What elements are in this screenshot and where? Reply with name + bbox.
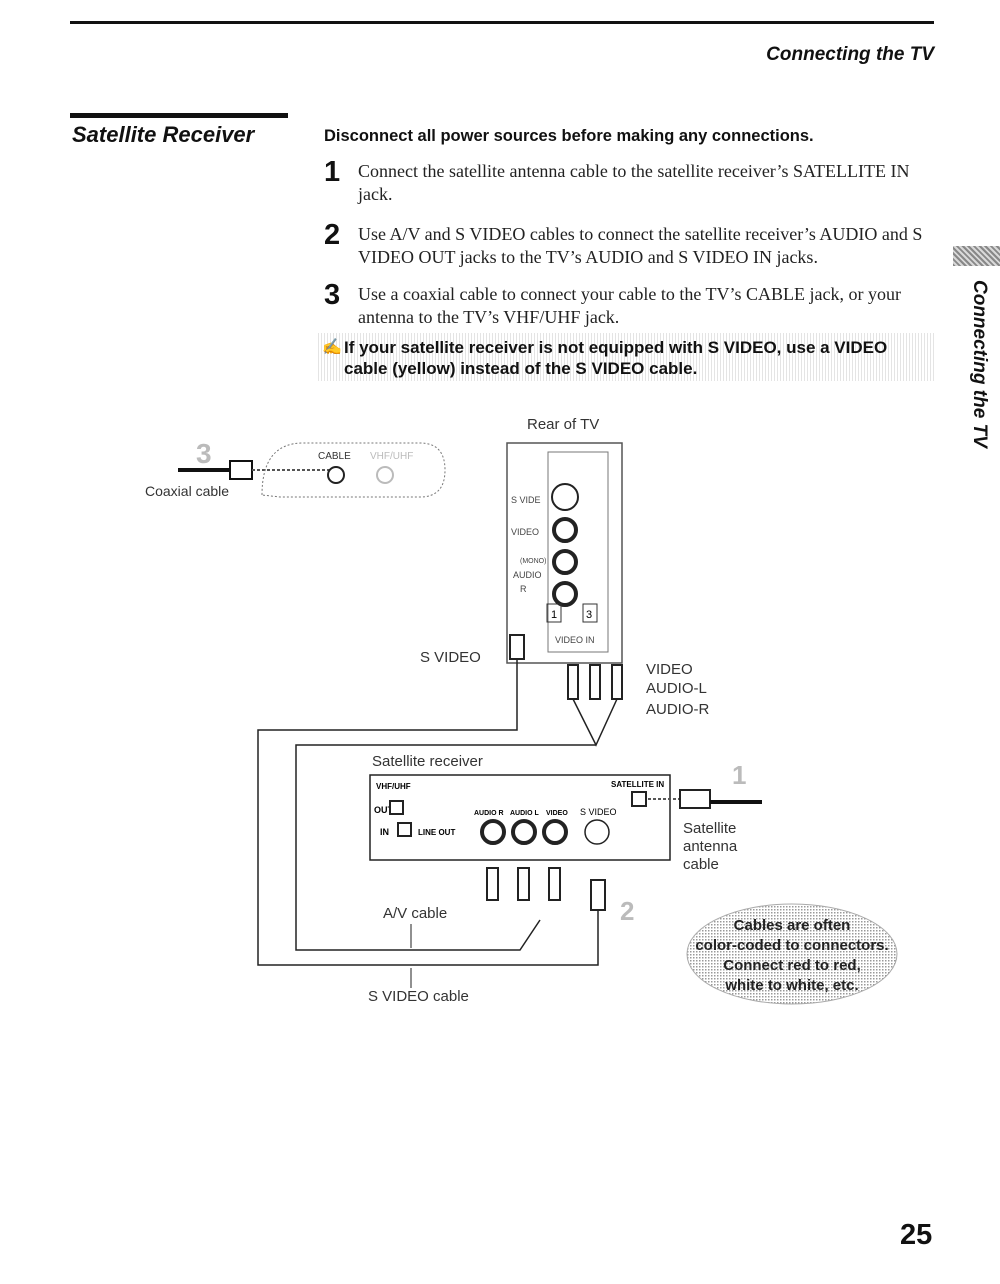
coaxial-cable-label: Coaxial cable — [145, 483, 229, 499]
antenna-label-line2: antenna — [683, 838, 738, 855]
av-cable-path — [295, 698, 618, 951]
rx-audio-r-text: AUDIO R — [474, 810, 504, 817]
audio-r-label: AUDIO-R — [646, 701, 710, 718]
svideo-cable-label: S VIDEO cable — [368, 988, 469, 1005]
tip-bubble — [686, 903, 898, 1005]
rx-sat-in-text: SATELLITE IN — [611, 780, 664, 789]
step-number: 2 — [324, 219, 341, 251]
tv-video-text: VIDEO — [511, 527, 539, 537]
tv-audio-l-plug — [589, 664, 601, 700]
vhf-jack — [376, 466, 394, 484]
rear-of-tv-label: Rear of TV — [527, 416, 599, 433]
rx-audio-r-jack — [480, 819, 506, 845]
tip-line-1: Cables are often — [734, 917, 851, 934]
coax-step-number: 3 — [196, 438, 212, 469]
page-number: 25 — [900, 1219, 933, 1251]
tv-svideo-jack — [551, 483, 579, 511]
audio-l-label: AUDIO-L — [646, 680, 707, 697]
rx-video-text: VIDEO — [546, 810, 568, 817]
step-number: 3 — [324, 279, 341, 311]
tv-input-1-box — [546, 603, 562, 623]
coax-connector — [229, 460, 253, 480]
rx-svideo-plug — [590, 879, 606, 911]
rx-out-text: OUT — [374, 805, 394, 815]
svideo-label: S VIDEO — [420, 649, 481, 666]
antenna-connector — [679, 789, 711, 809]
page-header-title: Connecting the TV — [766, 44, 934, 65]
connection-diagram: Rear of TV S VIDE VIDEO (MONO) AUDIO R 1… — [145, 416, 898, 1005]
tv-in3-text: 3 — [586, 609, 592, 621]
rx-audio-r-plug — [486, 867, 499, 901]
antenna-label-line1: Satellite — [683, 820, 736, 837]
side-tab-marker — [953, 246, 1000, 266]
svideo-cable-path — [257, 659, 599, 966]
tip-line-4: white to white, etc. — [724, 977, 858, 994]
tv-jack-area — [547, 451, 609, 653]
rx-line-out-text: LINE OUT — [418, 828, 455, 837]
rx-svideo-jack — [584, 819, 610, 845]
step-number: 1 — [324, 156, 341, 188]
cable-jack-label: CABLE — [318, 451, 351, 462]
rx-svideo-text: S VIDEO — [580, 807, 617, 817]
tv-video-in-text: VIDEO IN — [555, 635, 595, 645]
note-text: If your satellite receiver is not equipp… — [344, 338, 888, 378]
tv-antenna-panel — [261, 442, 446, 498]
top-rule — [70, 21, 934, 24]
tv-svideo-text: S VIDE — [511, 495, 541, 505]
tip-line-2: color-coded to connectors. — [695, 937, 888, 954]
rx-video-jack — [542, 819, 568, 845]
pencil-note-icon: ✍ — [322, 339, 342, 356]
rx-audio-l-text: AUDIO L — [510, 810, 540, 817]
rx-sat-in-jack — [631, 791, 647, 807]
step-text: Connect the satellite antenna cable to t… — [358, 161, 910, 204]
video-label: VIDEO — [646, 661, 693, 678]
tv-audio-r-jack — [552, 581, 578, 607]
tv-input-3-box — [582, 603, 598, 623]
tv-in1-text: 1 — [551, 609, 557, 621]
tv-video-plug — [567, 664, 579, 700]
satellite-receiver-box — [369, 774, 671, 861]
tv-mono-text: (MONO) — [520, 558, 546, 565]
rx-vhf-out-jack — [389, 800, 404, 815]
vhf-jack-label: VHF/UHF — [370, 451, 413, 462]
step2-number: 2 — [620, 896, 634, 926]
rx-vhf-in-jack — [397, 822, 412, 837]
tv-audio-r-plug — [611, 664, 623, 700]
side-tab-label: Connecting the TV — [969, 280, 990, 448]
tv-audio-text: AUDIO — [513, 570, 542, 580]
tv-audio-l-jack — [552, 549, 578, 575]
section-bar — [70, 113, 288, 118]
rx-vhfuhf-text: VHF/UHF — [376, 782, 411, 791]
step-text: Use a coaxial cable to connect your cabl… — [358, 284, 901, 327]
rx-in-text: IN — [380, 827, 389, 837]
cable-jack — [327, 466, 345, 484]
tv-svideo-plug — [509, 634, 525, 660]
rx-audio-l-jack — [511, 819, 537, 845]
tip-line-3: Connect red to red, — [723, 957, 861, 974]
rx-audio-l-plug — [517, 867, 530, 901]
tv-video-jack — [552, 517, 578, 543]
note-box: ✍ If your satellite receiver is not equi… — [318, 333, 934, 381]
tv-r-text: R — [520, 584, 527, 594]
rx-video-plug — [548, 867, 561, 901]
satellite-receiver-label: Satellite receiver — [372, 753, 483, 770]
step-text: Use A/V and S VIDEO cables to connect th… — [358, 224, 923, 267]
warning-text: Disconnect all power sources before maki… — [324, 127, 814, 145]
antenna-label-line3: cable — [683, 856, 719, 873]
av-cable-label: A/V cable — [383, 905, 447, 922]
section-title: Satellite Receiver — [72, 122, 255, 147]
step1-number: 1 — [732, 760, 746, 790]
